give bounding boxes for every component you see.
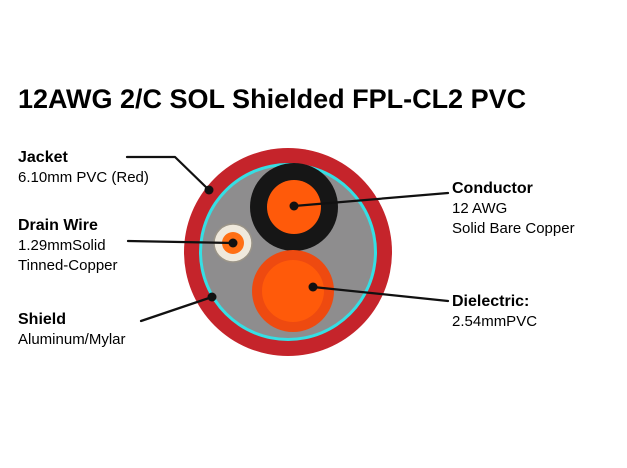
shield-label: Shield Aluminum/Mylar	[18, 310, 126, 350]
shield-label-heading: Shield	[18, 311, 67, 328]
shield-label-detail: Aluminum/Mylar	[18, 331, 126, 348]
jacket-leader-line	[125, 155, 211, 192]
drain-wire-label-detail-1: 1.29mmSolid	[18, 237, 106, 254]
conductor-anchor-dot	[289, 201, 299, 211]
conductor-leader-line	[292, 191, 450, 208]
dielectric-leader-line	[311, 285, 450, 303]
conductor-label: Conductor 12 AWG Solid Bare Copper	[452, 179, 575, 239]
dielectric-label: Dielectric: 2.54mmPVC	[452, 292, 537, 332]
dielectric-label-heading: Dielectric:	[452, 293, 530, 310]
conductor-label-detail-2: Solid Bare Copper	[452, 220, 575, 237]
shield-anchor-dot	[207, 292, 217, 302]
dielectric-label-detail: 2.54mmPVC	[452, 313, 538, 330]
diagram-title: 12AWG 2/C SOL Shielded FPL-CL2 PVC	[18, 84, 527, 114]
drain-wire-anchor-dot	[228, 238, 238, 248]
conductor-label-heading: Conductor	[452, 180, 533, 197]
dielectric-anchor-dot	[308, 282, 318, 292]
drain-wire-leader-line	[126, 239, 235, 245]
shield-leader-line	[139, 295, 214, 323]
jacket-anchor-dot	[204, 185, 214, 195]
jacket-label-detail: 6.10mm PVC (Red)	[18, 169, 149, 186]
jacket-label: Jacket 6.10mm PVC (Red)	[18, 148, 149, 188]
drain-wire-label-heading: Drain Wire	[18, 217, 98, 234]
jacket-label-heading: Jacket	[18, 149, 68, 166]
drain-wire-label-detail-2: Tinned-Copper	[18, 257, 118, 274]
drain-wire-label: Drain Wire 1.29mmSolid Tinned-Copper	[18, 216, 118, 276]
dielectric-core	[262, 260, 324, 322]
conductor-label-detail-1: 12 AWG	[452, 200, 508, 217]
